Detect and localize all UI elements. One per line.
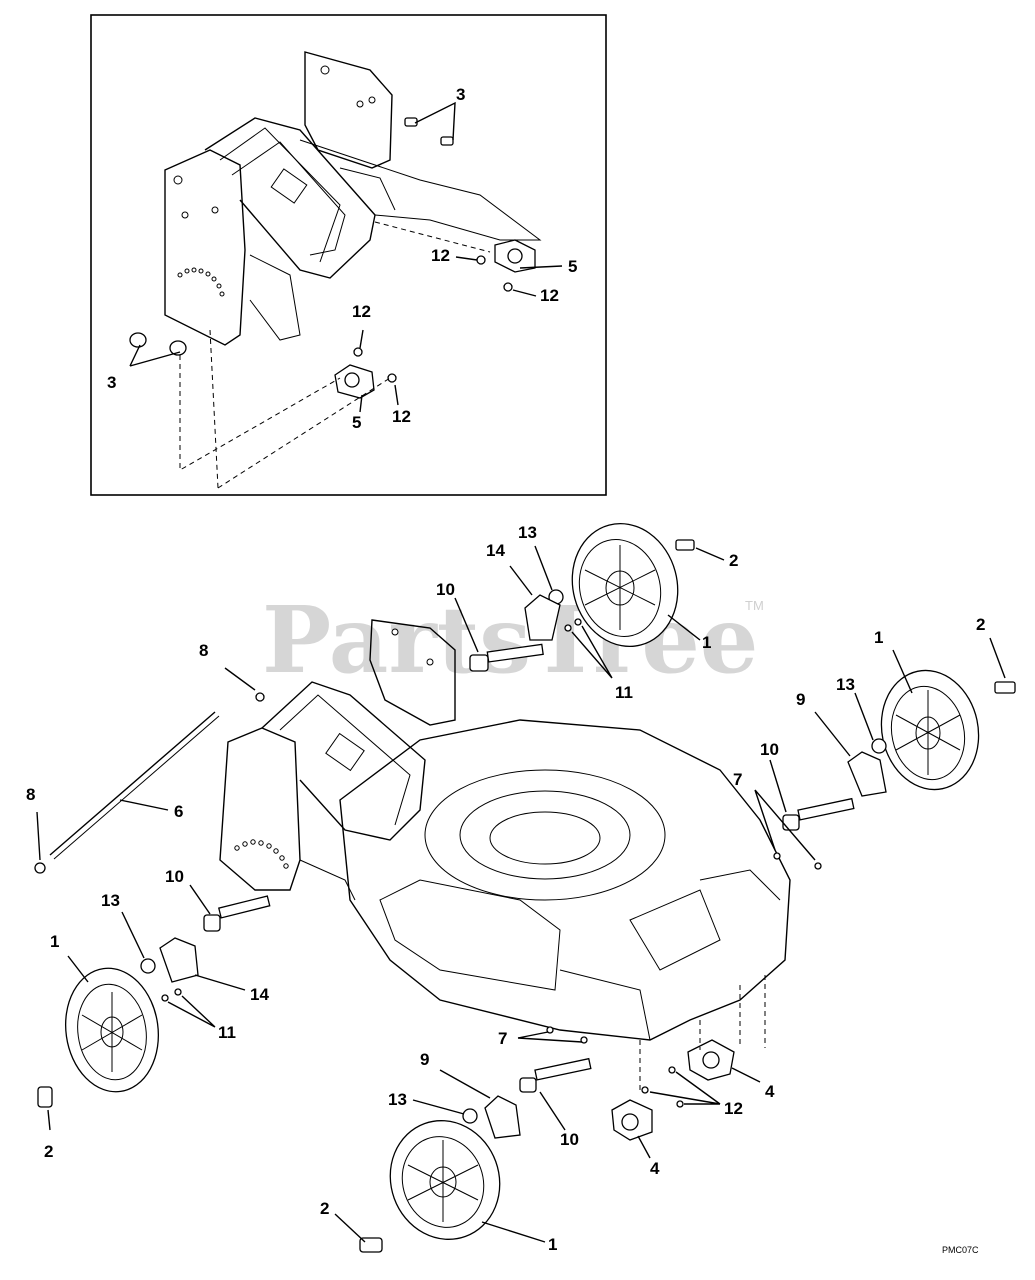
axle-10-bottom xyxy=(519,1057,592,1093)
bearing-4-right xyxy=(687,1039,735,1081)
spacer-9-bottom xyxy=(484,1095,521,1139)
handle-bracket-plate xyxy=(304,51,393,169)
washer-13-right xyxy=(871,738,887,754)
trademark-mark: TM xyxy=(745,598,764,613)
callout-12-a: 12 xyxy=(431,246,450,265)
bearing-4-bottom xyxy=(611,1099,653,1141)
deck-side-vent xyxy=(629,889,721,971)
callout-12-b: 12 xyxy=(540,286,559,305)
screw-3-left xyxy=(129,332,187,356)
nut-8-top xyxy=(255,692,265,702)
handle-bracket-main xyxy=(369,619,456,726)
callout-5-b: 5 xyxy=(352,413,361,432)
nut-11-left-b xyxy=(174,988,182,996)
callout-12-bottom: 12 xyxy=(724,1099,743,1118)
bolt-7-right-b xyxy=(814,862,822,870)
wheel-1-top xyxy=(571,522,679,648)
callout-1-bottom: 1 xyxy=(548,1235,557,1254)
rear-deck-body xyxy=(204,117,376,279)
bolt-2-right xyxy=(994,681,1016,694)
callout-1-left: 1 xyxy=(50,932,59,951)
callout-13-top: 13 xyxy=(518,523,537,542)
callout-2-top: 2 xyxy=(729,551,738,570)
callout-11-top: 11 xyxy=(615,683,633,702)
mower-deck xyxy=(339,719,791,1041)
nut-12-main-c xyxy=(676,1100,684,1108)
washer-13-left xyxy=(140,958,156,974)
callout-6: 6 xyxy=(174,802,183,821)
callout-2-left: 2 xyxy=(44,1142,53,1161)
axle-10-right xyxy=(782,797,855,831)
bearing-5-lower xyxy=(334,364,375,399)
callout-9-bottom: 9 xyxy=(420,1050,429,1069)
nut-12-main-a xyxy=(641,1086,649,1094)
callout-3-top: 3 xyxy=(456,85,465,104)
bearing-5-upper xyxy=(494,239,536,273)
callout-2-bottom: 2 xyxy=(320,1199,329,1218)
bolt-7-right-a xyxy=(773,852,781,860)
bolt-2-bottom xyxy=(359,1237,383,1253)
nut-11-top-a xyxy=(564,624,572,632)
callout-10-bottom: 10 xyxy=(560,1130,579,1149)
callout-1-right: 1 xyxy=(874,628,883,647)
callout-14-left: 14 xyxy=(250,985,269,1004)
callout-1-top: 1 xyxy=(702,633,711,652)
callout-4-bottom: 4 xyxy=(650,1159,660,1178)
washer-13-bottom xyxy=(462,1108,478,1124)
height-adjust-holes-main xyxy=(234,839,289,869)
bolt-2-left xyxy=(37,1086,53,1108)
watermark: PartsTree xyxy=(262,586,758,694)
inset-detail: 3 3 12 12 12 12 5 5 xyxy=(90,14,607,496)
callout-8-top: 8 xyxy=(199,641,208,660)
callout-8-left: 8 xyxy=(26,785,35,804)
callout-2-right: 2 xyxy=(976,615,985,634)
deck-front-panel xyxy=(379,879,561,991)
bolt-7-bottom-b xyxy=(580,1036,588,1044)
callout-12-c: 12 xyxy=(352,302,371,321)
callout-3-left: 3 xyxy=(107,373,116,392)
callout-12-d: 12 xyxy=(392,407,411,426)
callout-7-right: 7 xyxy=(733,770,742,789)
spacer-9-right xyxy=(847,751,887,797)
spacer-14-top xyxy=(524,594,561,641)
bolt-2-top xyxy=(675,539,695,551)
height-adjust-holes xyxy=(177,267,225,297)
rear-axle-rod-6 xyxy=(49,711,216,856)
height-adjust-housing xyxy=(164,149,246,346)
callout-13-bottom: 13 xyxy=(388,1090,407,1109)
deck-dome xyxy=(424,769,666,901)
nut-11-top-b xyxy=(574,618,582,626)
callout-11-left: 11 xyxy=(218,1023,236,1042)
drawing-code: PMC07C xyxy=(942,1245,979,1255)
wheel-1-left xyxy=(64,967,160,1093)
callout-10-top: 10 xyxy=(436,580,455,599)
nut-8-left xyxy=(34,862,46,874)
callout-14-top: 14 xyxy=(486,541,505,560)
inset-frame xyxy=(90,14,607,496)
nut-12-b xyxy=(503,282,513,292)
callout-4-right: 4 xyxy=(765,1082,775,1101)
nut-12-a xyxy=(476,255,486,265)
callout-13-right: 13 xyxy=(836,675,855,694)
screw-3-top xyxy=(404,117,454,146)
axle-10-top xyxy=(469,643,544,672)
bolt-7-bottom-a xyxy=(546,1026,554,1034)
main-assembly: 13 14 2 10 1 11 1 2 8 13 9 10 7 6 8 10 1… xyxy=(26,522,1016,1254)
nut-12-d xyxy=(387,373,397,383)
nut-12-c xyxy=(353,347,363,357)
spacer-14-left xyxy=(159,937,199,983)
nut-11-left-a xyxy=(161,994,169,1002)
rear-height-housing xyxy=(219,727,301,891)
callout-5-a: 5 xyxy=(568,257,577,276)
nut-12-main-b xyxy=(668,1066,676,1074)
callout-7-bottom: 7 xyxy=(498,1029,507,1048)
axle-10-left xyxy=(203,895,271,932)
callout-13-left: 13 xyxy=(101,891,120,910)
wheel-1-bottom xyxy=(389,1120,501,1240)
callout-10-right: 10 xyxy=(760,740,779,759)
callout-9-right: 9 xyxy=(796,690,805,709)
callout-10-left: 10 xyxy=(165,867,184,886)
wheel-1-right xyxy=(880,669,980,791)
